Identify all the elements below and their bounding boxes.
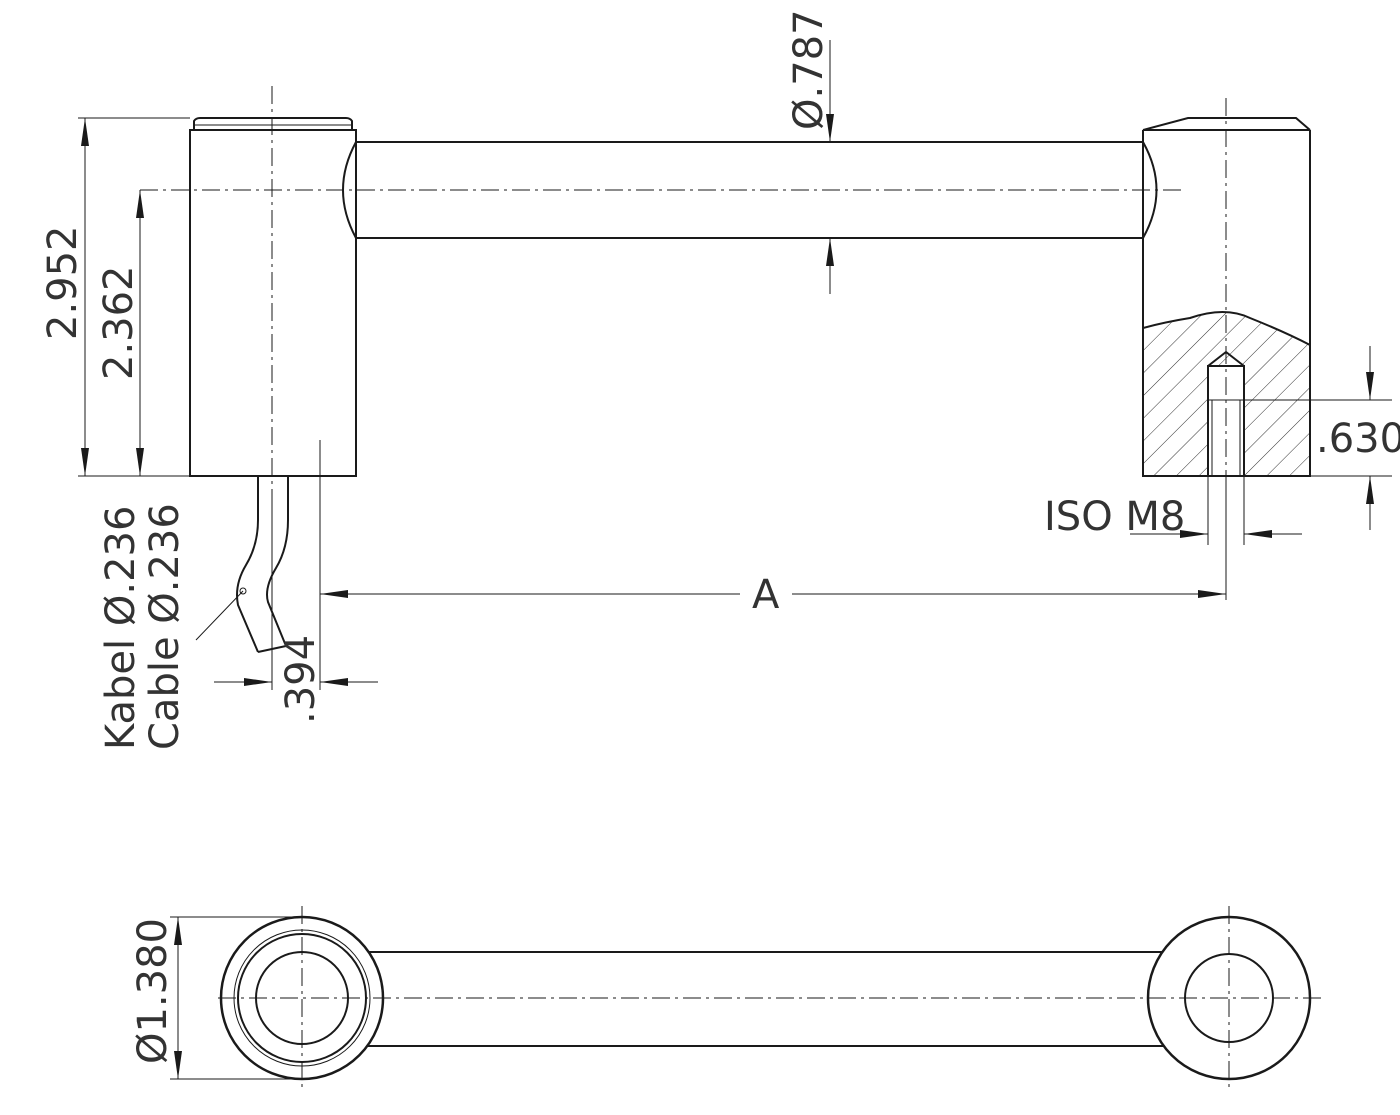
- label-height-total: 2.952: [40, 225, 86, 340]
- top-view: Ø1.380: [130, 906, 1324, 1090]
- label-cable-en: Cable Ø.236: [142, 503, 188, 750]
- label-cable-de: Kabel Ø.236: [98, 506, 144, 750]
- label-thread-depth: .630: [1316, 416, 1400, 462]
- label-thread-size: ISO M8: [1044, 494, 1185, 540]
- dim-thread-depth: [1244, 346, 1392, 530]
- label-cable-offset: .394: [278, 635, 324, 724]
- label-bar-diameter: Ø.787: [786, 9, 832, 130]
- dim-thread-size: [1130, 476, 1302, 545]
- label-length-a: A: [752, 572, 780, 618]
- cable: [195, 476, 289, 653]
- label-head-diameter: Ø1.380: [130, 918, 176, 1064]
- dim-cable-offset: [214, 490, 378, 690]
- dim-height-total: [78, 117, 190, 477]
- label-height-axis: 2.362: [96, 265, 142, 380]
- side-view: 2.952 2.362 Ø.787 .630 ISO M8 A .394 Kab…: [40, 9, 1400, 750]
- left-column: [189, 129, 357, 477]
- left-cap: [193, 117, 353, 130]
- dim-length-a: [319, 440, 1227, 600]
- dim-head-diameter: [170, 916, 302, 1080]
